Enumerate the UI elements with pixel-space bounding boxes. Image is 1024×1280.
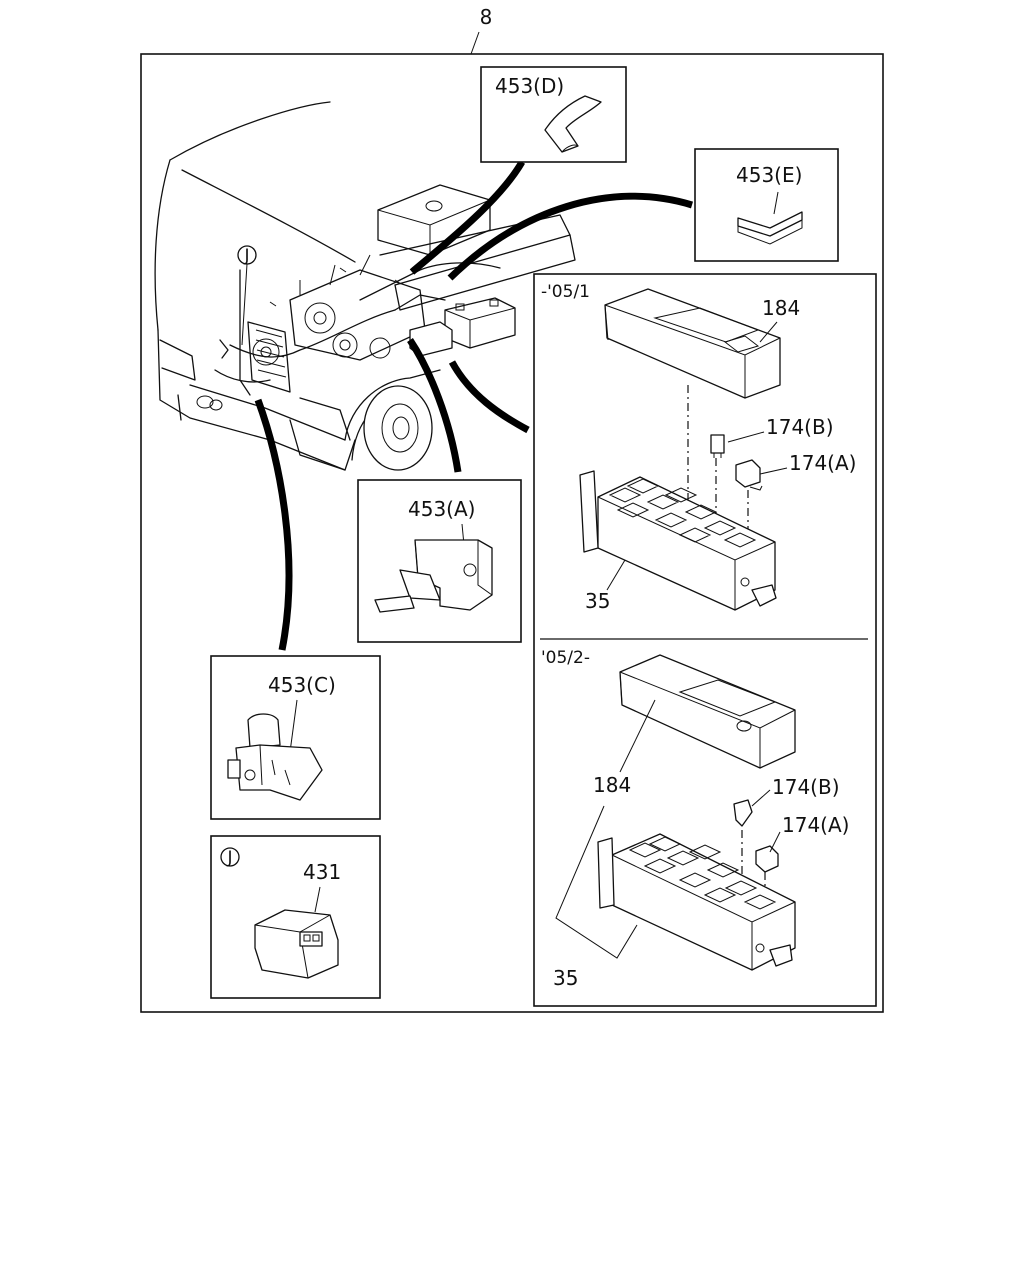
variant-early: -'05/1 184 174(B) 174(A) 35 bbox=[541, 282, 856, 613]
variant-late-cover-label: 184 bbox=[593, 773, 631, 797]
fusebox-panel bbox=[533, 273, 877, 1007]
variant-late: '05/2- 184 174(B) 174(A) 35 bbox=[541, 648, 849, 990]
callout-431-marker-circle bbox=[220, 847, 240, 867]
leader-to-453e bbox=[447, 192, 694, 281]
callout-431: J 431 bbox=[210, 835, 381, 999]
callout-453d: 453(D) bbox=[480, 66, 627, 163]
callout-453a: 453(A) bbox=[357, 479, 522, 643]
leader-to-fusebox-early bbox=[448, 360, 530, 434]
callout-453e-label: 453(E) bbox=[736, 163, 802, 187]
callout-431-marker-letter: J bbox=[226, 848, 232, 868]
callout-453a-label: 453(A) bbox=[408, 497, 475, 521]
callout-431-label: 431 bbox=[303, 860, 341, 884]
leader-to-453d bbox=[409, 160, 526, 275]
variant-early-cover-label: 184 bbox=[762, 296, 800, 320]
variant-late-range: '05/2- bbox=[541, 648, 590, 668]
callout-453e: 453(E) bbox=[694, 148, 839, 262]
variant-late-fuse-b-label: 174(B) bbox=[772, 775, 840, 799]
vehicle-illustration bbox=[154, 101, 576, 471]
variant-early-fuse-b-label: 174(B) bbox=[766, 415, 834, 439]
variant-late-base-label: 35 bbox=[553, 966, 578, 990]
leader-to-453a bbox=[407, 338, 462, 473]
variant-late-fuse-a-label: 174(A) bbox=[782, 813, 849, 837]
page-ref-number: 8 bbox=[480, 5, 493, 29]
variant-early-range: -'05/1 bbox=[541, 282, 590, 302]
callout-453d-label: 453(D) bbox=[495, 74, 564, 98]
leader-to-453c bbox=[254, 398, 293, 651]
callout-453c: 453(C) bbox=[210, 655, 381, 820]
outer-frame bbox=[140, 53, 884, 1013]
variant-early-fuse-a-label: 174(A) bbox=[789, 451, 856, 475]
callout-453c-label: 453(C) bbox=[268, 673, 336, 697]
page-ref-leader bbox=[470, 31, 480, 55]
variant-early-base-label: 35 bbox=[585, 589, 610, 613]
vehicle-marker-letter: J bbox=[243, 246, 249, 266]
